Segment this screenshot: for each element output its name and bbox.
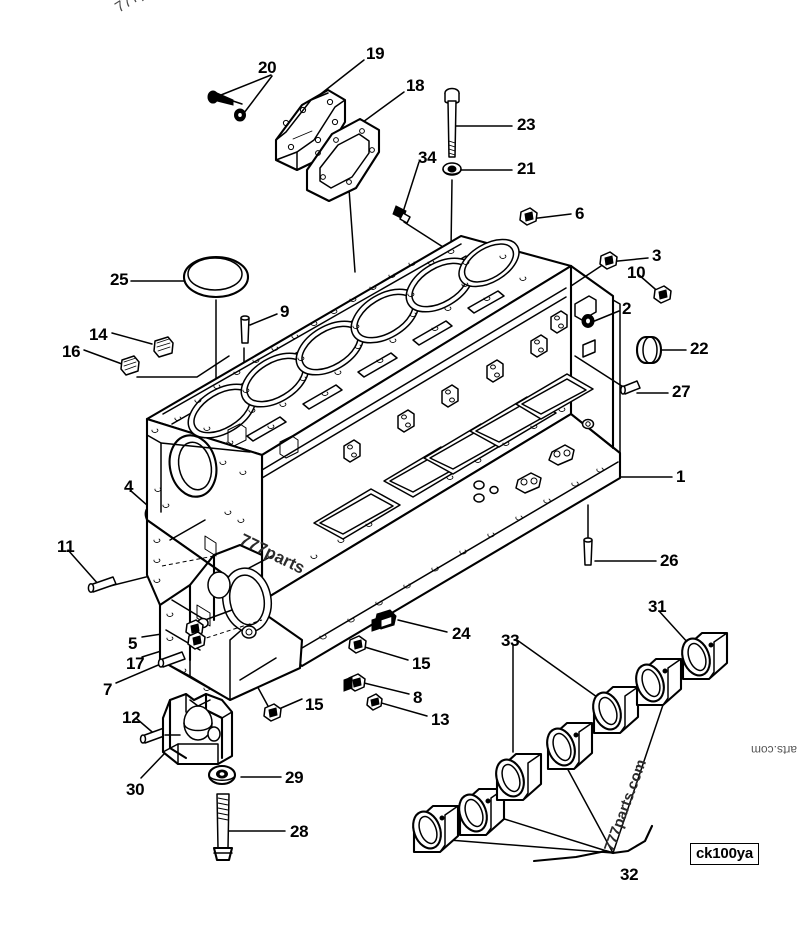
block-bosses: [473, 295, 597, 503]
diagram-code-box: ck100ya: [690, 843, 759, 865]
callout-23: 23: [517, 115, 536, 134]
callout-29: 29: [285, 768, 304, 787]
cylinder-bores: [187, 238, 520, 439]
part-pin-11: [87, 576, 117, 593]
callout-15-a: 15: [412, 654, 431, 673]
callout-21: 21: [517, 159, 536, 178]
callout-10: 10: [627, 263, 646, 282]
bushing-item: [635, 657, 683, 707]
bushing-item: [546, 721, 594, 771]
camshaft-bushings: [412, 631, 729, 863]
part-pin-27: [620, 380, 641, 395]
bushing-item: [412, 804, 460, 854]
callout-1: 1: [676, 467, 686, 486]
callout-14: 14: [89, 325, 108, 344]
part-nut-21: [442, 162, 462, 176]
part-plug-22: [635, 335, 663, 365]
callout-31: 31: [648, 597, 667, 616]
callout-20: 20: [258, 58, 277, 77]
callout-2: 2: [622, 299, 632, 318]
part-nut-8: [343, 673, 366, 692]
callout-28: 28: [290, 822, 309, 841]
callout-26: 26: [660, 551, 679, 570]
side-mid-holes: [310, 407, 566, 559]
callout-33: 33: [501, 631, 520, 650]
part-nut-10: [653, 285, 672, 304]
part-gasket-18: [305, 117, 381, 203]
callout-24: 24: [452, 624, 471, 643]
part-drain-plug-24: [371, 609, 397, 632]
callout-17: 17: [126, 654, 145, 673]
part-bolt-washer-20: [207, 90, 246, 122]
callout-34: 34: [418, 148, 437, 167]
part-plug-16: [120, 355, 140, 376]
part-stud-23: [444, 87, 460, 158]
bushing-item: [681, 631, 729, 681]
callout-27: 27: [672, 382, 691, 401]
part-cap-bolt-28: [212, 793, 234, 862]
part-main-bearing-cap-30: [161, 692, 234, 766]
callout-19: 19: [366, 44, 385, 63]
callout-15-b: 15: [305, 695, 324, 714]
part-bolt-34: [392, 205, 411, 224]
callout-32: 32: [620, 865, 639, 884]
callout-11: 11: [57, 537, 75, 556]
part-nut-6: [519, 207, 538, 226]
part-pin-9: [240, 315, 250, 344]
callout-8: 8: [413, 688, 423, 707]
timing-gear-housing: [145, 434, 304, 702]
callout-16: 16: [62, 342, 81, 361]
coolant-slots: [246, 290, 505, 442]
callout-13: 13: [431, 710, 450, 729]
bushing-item: [495, 752, 543, 802]
part-pin-7: [157, 651, 186, 668]
part-washer-29: [207, 764, 237, 786]
part-plug-14: [153, 336, 174, 358]
part-nut-15b: [263, 703, 282, 722]
pan-rail-holes: [319, 467, 604, 640]
part-nut-15a: [348, 635, 367, 654]
camshaft-bores: [343, 310, 568, 463]
part-nut-17: [187, 631, 206, 650]
callout-30: 30: [126, 780, 145, 799]
callout-6: 6: [575, 204, 585, 223]
callout-4: 4: [124, 477, 134, 496]
part-nut-3: [599, 251, 618, 270]
head-bolt-holes: [174, 249, 527, 445]
part-pin-26: [583, 537, 593, 566]
callout-9: 9: [280, 302, 290, 321]
part-nut-13: [366, 693, 383, 711]
part-liner-seal-25: [182, 255, 250, 299]
bushing-item: [458, 787, 506, 837]
callout-25: 25: [110, 270, 129, 289]
callout-22: 22: [690, 339, 709, 358]
callout-12: 12: [122, 708, 141, 727]
callout-18: 18: [406, 76, 425, 95]
bushing-item: [592, 685, 640, 735]
callout-7: 7: [103, 680, 113, 699]
part-engine-block-1: [145, 234, 622, 702]
side-access-windows: [313, 373, 594, 540]
callout-3: 3: [652, 246, 662, 265]
callout-5: 5: [128, 634, 138, 653]
